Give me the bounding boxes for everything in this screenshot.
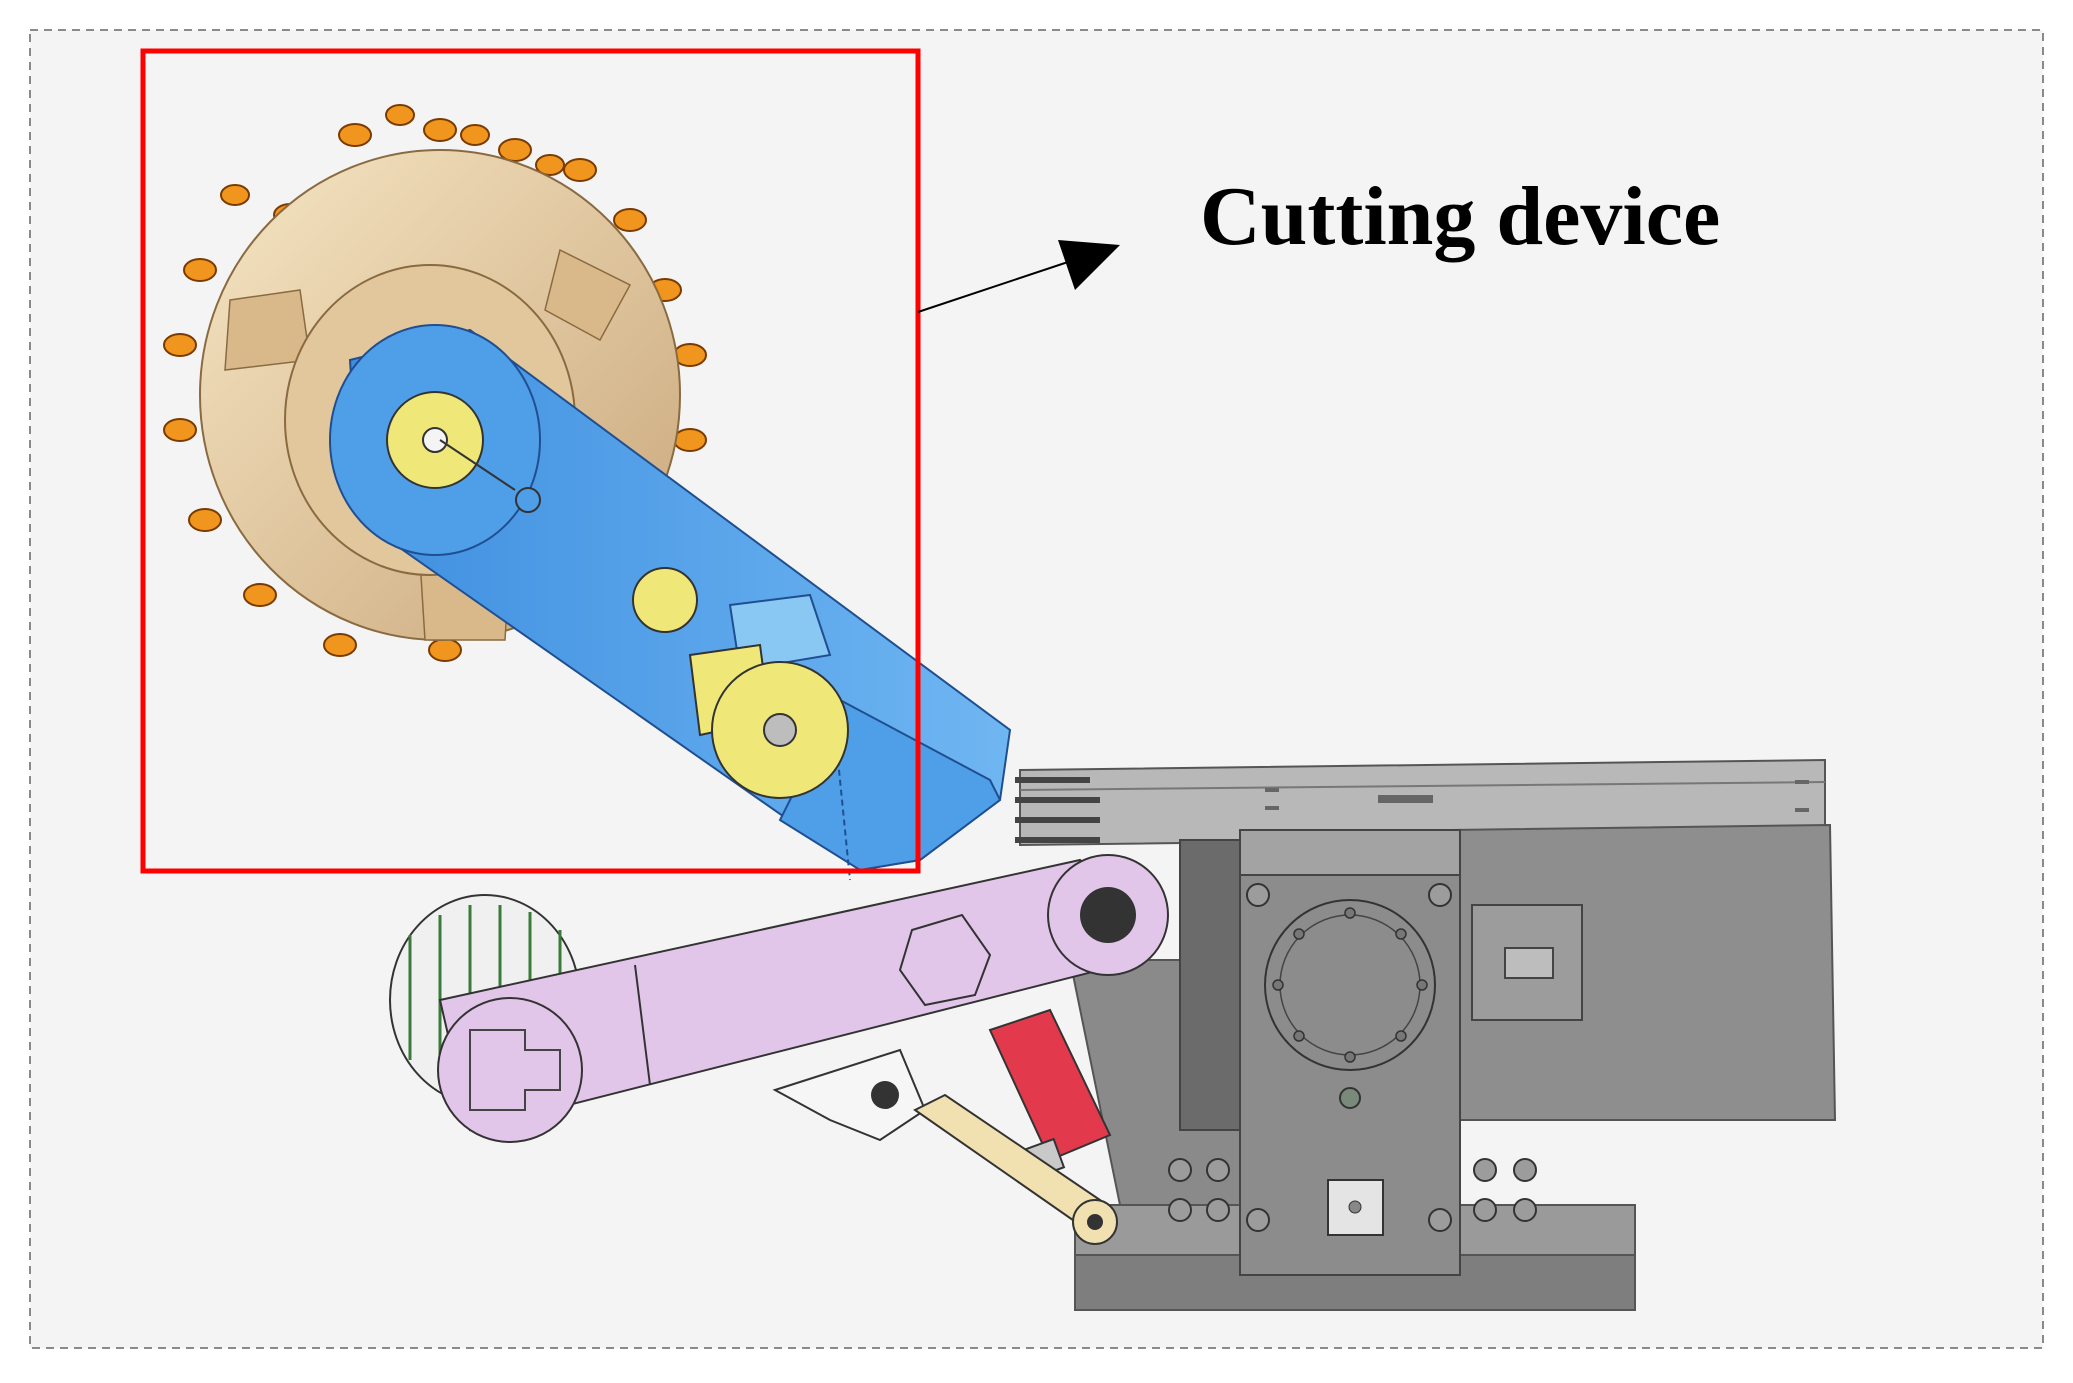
rear-arm-hub: [437, 997, 583, 1143]
cutter-picks: [163, 104, 707, 662]
hydraulic-cylinders: [913, 1008, 1118, 1245]
rail-slots: [1265, 780, 1809, 812]
middle-disc: [632, 567, 698, 633]
gearbox-flange: [1264, 899, 1436, 1071]
clevis-bracket: [772, 1048, 927, 1142]
cutting-device: [163, 104, 1100, 881]
side-bolts: [1168, 883, 1537, 1232]
callout-arrow-line: [917, 257, 1081, 313]
machine-body: [1019, 758, 1837, 1311]
loading-arm: [389, 854, 1169, 1143]
callout-arrowhead: [1058, 240, 1120, 290]
cutting-device-highlight: [140, 48, 921, 874]
hydraulic-cylinder: [988, 1008, 1112, 1162]
cutting-device-label: Cutting device: [1200, 170, 1721, 263]
flange-bolts: [1272, 907, 1428, 1063]
hex-nut: [898, 913, 992, 1007]
rail-teeth: [1015, 777, 1100, 843]
